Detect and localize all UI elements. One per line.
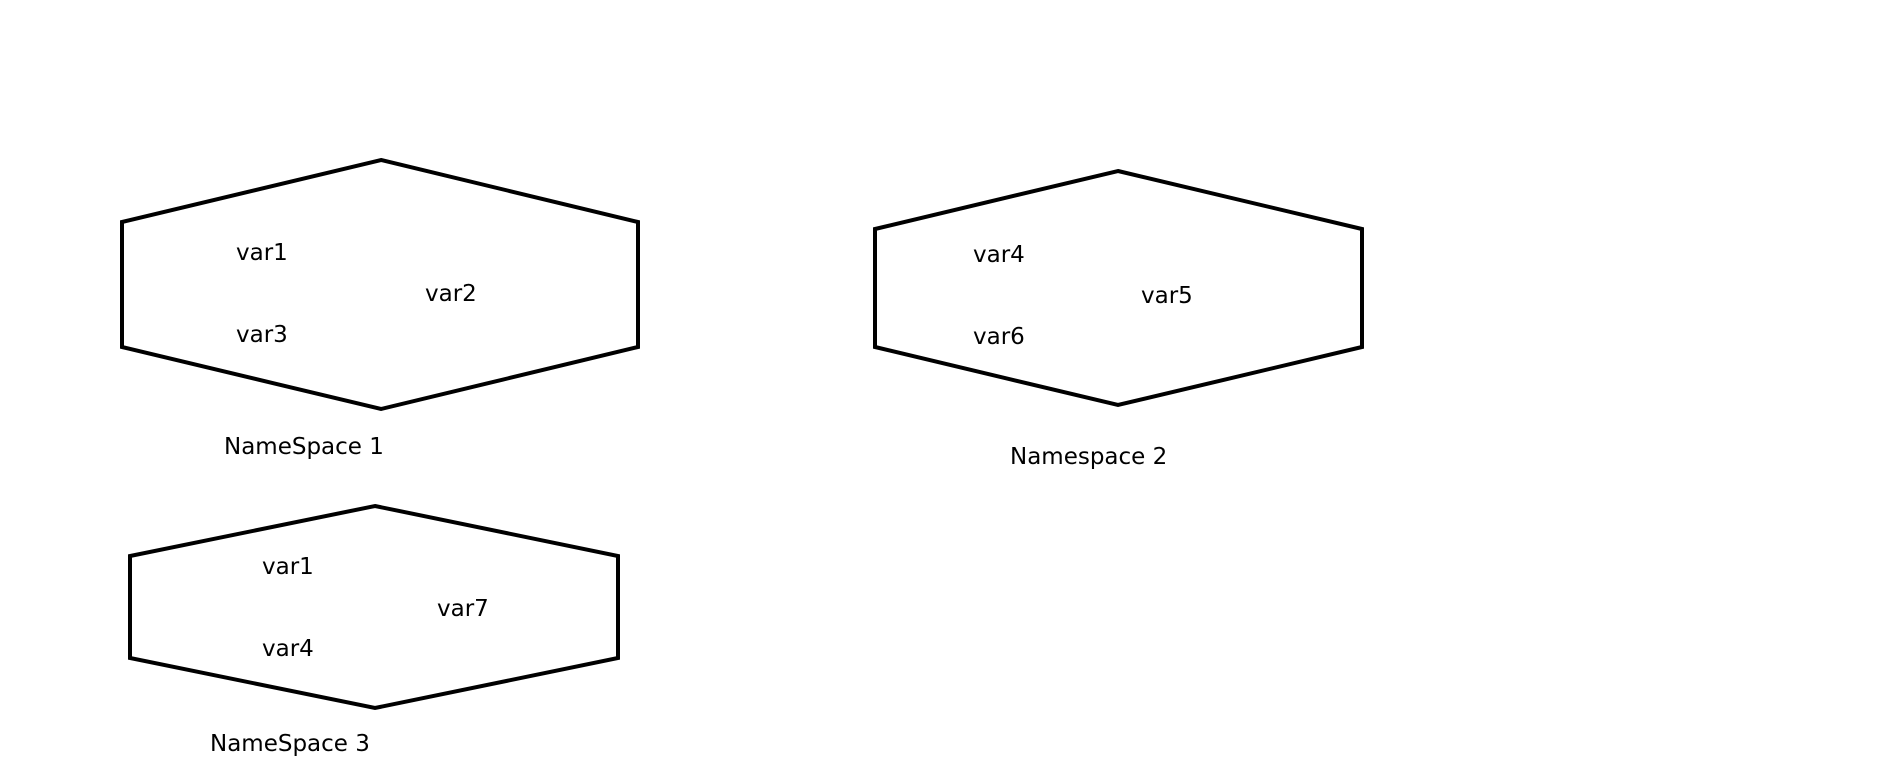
namespace-1-label: NameSpace 1 [224,434,384,460]
namespace-3: var1 var7 var4 NameSpace 3 [128,503,620,757]
namespace-3-var-b: var7 [437,596,489,622]
namespace-2-var-b: var5 [1141,283,1193,309]
namespace-1-var-b: var2 [425,281,477,307]
namespace-2-hexagon [873,168,1364,408]
namespace-3-label: NameSpace 3 [210,731,370,757]
namespace-1: var1 var2 var3 NameSpace 1 [120,157,640,460]
namespace-3-hexagon [128,503,620,711]
namespace-1-hexagon [120,157,640,412]
namespace-3-var-c: var4 [262,636,314,662]
namespace-2-label: Namespace 2 [1010,444,1167,470]
namespace-2-var-a: var4 [973,242,1025,268]
namespace-1-var-a: var1 [236,240,288,266]
namespace-2: var4 var5 var6 Namespace 2 [873,168,1364,470]
namespace-2-var-c: var6 [973,324,1025,350]
namespace-1-var-c: var3 [236,322,288,348]
namespace-3-var-a: var1 [262,554,314,580]
